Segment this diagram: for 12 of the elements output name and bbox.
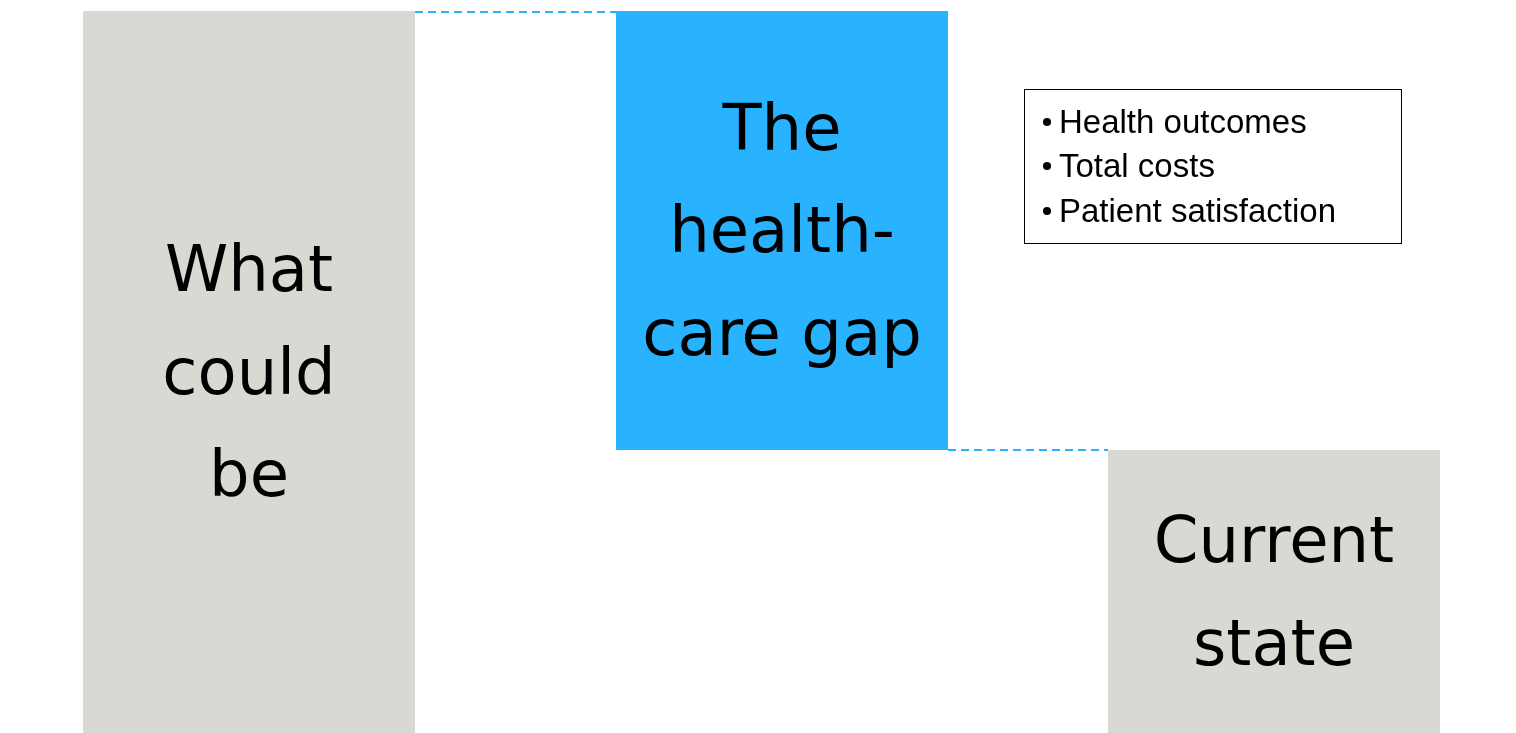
list-item: Health outcomes (1059, 101, 1307, 142)
bar-label: Current state (1152, 502, 1396, 682)
gap-bar (616, 11, 948, 450)
list-item: Patient satisfaction (1059, 190, 1336, 231)
bullet-list-box (1024, 89, 1402, 244)
dashed-connector (414, 11, 617, 13)
bar (83, 11, 415, 733)
dashed-connector (947, 449, 1109, 451)
list-item: Total costs (1059, 146, 1215, 187)
bar (1108, 450, 1440, 733)
bar-label: The health-care gap (641, 89, 923, 372)
bar-label: What could be (161, 231, 337, 514)
